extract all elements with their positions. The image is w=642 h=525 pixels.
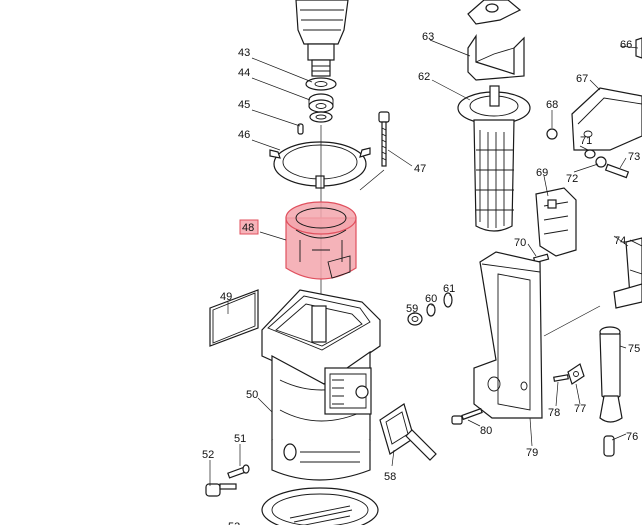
label-51[interactable]: 51 xyxy=(234,433,246,445)
label-80[interactable]: 80 xyxy=(480,425,492,437)
label-60[interactable]: 60 xyxy=(425,293,437,305)
part-53-bottom-housing[interactable] xyxy=(261,487,379,525)
part-59-nut[interactable] xyxy=(407,312,423,326)
part-63-bracket[interactable] xyxy=(467,34,525,81)
part-62-side-handle[interactable] xyxy=(457,85,531,232)
label-45[interactable]: 45 xyxy=(238,99,250,111)
part-45-pin[interactable] xyxy=(297,123,304,135)
label-48-highlight-box xyxy=(239,219,259,235)
label-53[interactable]: 53 xyxy=(228,521,240,525)
label-78[interactable]: 78 xyxy=(548,407,560,419)
label-70[interactable]: 70 xyxy=(514,237,526,249)
label-63[interactable]: 63 xyxy=(422,31,434,43)
leader-lines xyxy=(209,39,639,486)
label-52[interactable]: 52 xyxy=(202,449,214,461)
label-73[interactable]: 73 xyxy=(628,151,640,163)
label-77[interactable]: 77 xyxy=(574,403,586,415)
part-47-screw[interactable] xyxy=(378,111,390,167)
part-43-washer[interactable] xyxy=(305,77,337,91)
label-75[interactable]: 75 xyxy=(628,343,640,355)
part-67-cover[interactable] xyxy=(571,87,642,151)
part-labels: 43 44 45 46 47 48 49 50 51 52 53 58 59 6… xyxy=(202,31,640,525)
part-49-plate[interactable] xyxy=(209,289,259,347)
part-75-knob[interactable] xyxy=(599,326,623,423)
part-71-washer[interactable] xyxy=(584,149,596,159)
part-45-ring[interactable] xyxy=(309,111,333,123)
label-79[interactable]: 79 xyxy=(526,447,538,459)
label-68[interactable]: 68 xyxy=(546,99,558,111)
label-69[interactable]: 69 xyxy=(536,167,548,179)
label-58[interactable]: 58 xyxy=(384,471,396,483)
part-46-baffle-ring[interactable] xyxy=(269,141,371,189)
label-72[interactable]: 72 xyxy=(566,173,578,185)
part-44-bearing[interactable] xyxy=(308,93,334,113)
label-49[interactable]: 49 xyxy=(220,291,232,303)
part-69-switch[interactable] xyxy=(535,187,577,257)
part-52-bolt[interactable] xyxy=(205,483,237,497)
part-76-pin[interactable] xyxy=(603,435,615,457)
label-47[interactable]: 47 xyxy=(414,163,426,175)
part-66-part[interactable] xyxy=(635,37,642,59)
label-66[interactable]: 66 xyxy=(620,39,632,51)
part-77-clip[interactable] xyxy=(567,363,585,385)
label-62[interactable]: 62 xyxy=(418,71,430,83)
part-48-field-stator[interactable] xyxy=(285,201,357,280)
label-44[interactable]: 44 xyxy=(238,67,250,79)
part-60-washer[interactable] xyxy=(426,303,436,317)
part-80-screw[interactable] xyxy=(451,407,483,425)
part-74-part[interactable] xyxy=(625,237,642,301)
label-71[interactable]: 71 xyxy=(580,135,592,147)
part-61-washer[interactable] xyxy=(443,292,453,308)
part-79-handle-frame[interactable] xyxy=(473,251,543,419)
label-48[interactable]: 48 xyxy=(242,222,254,234)
part-50-motor-housing[interactable] xyxy=(261,289,381,481)
part-68-screw[interactable] xyxy=(546,128,558,140)
part-58-brush-holder[interactable] xyxy=(379,403,437,461)
label-67[interactable]: 67 xyxy=(576,73,588,85)
label-43[interactable]: 43 xyxy=(238,47,250,59)
part-78-screw[interactable] xyxy=(553,374,569,382)
part-72-nut[interactable] xyxy=(595,156,607,168)
label-76[interactable]: 76 xyxy=(626,431,638,443)
label-46[interactable]: 46 xyxy=(238,129,250,141)
label-74[interactable]: 74 xyxy=(614,235,626,247)
part-right-bracket[interactable] xyxy=(613,239,642,309)
part-top-clamp[interactable] xyxy=(467,0,522,25)
armature-part[interactable] xyxy=(295,0,349,77)
part-51-screw[interactable] xyxy=(227,464,250,479)
label-50[interactable]: 50 xyxy=(246,389,258,401)
label-61[interactable]: 61 xyxy=(443,283,455,295)
label-59[interactable]: 59 xyxy=(406,303,418,315)
part-73-screw[interactable] xyxy=(604,163,630,179)
